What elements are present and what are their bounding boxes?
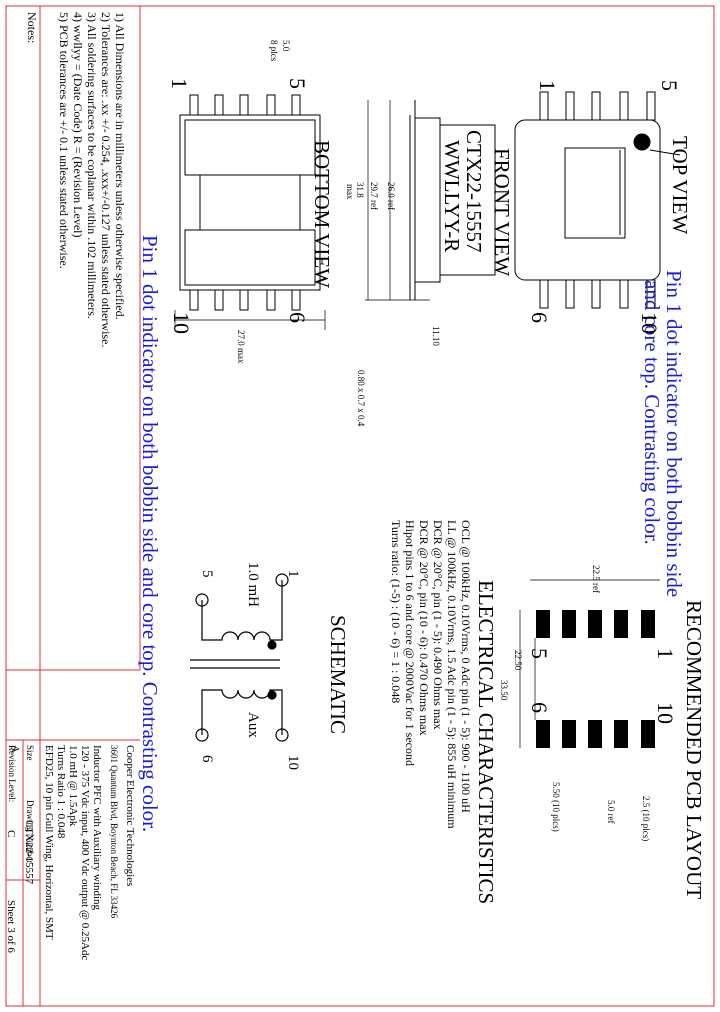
tb-size-label: Size [25,745,35,761]
tb-desc-4: Turns Ratio 1 : 0.048 [55,745,67,839]
pin1-dot-top [633,133,651,151]
bottom-pin-10: 10 [169,312,194,334]
bottom-pin-6: 6 [285,312,310,323]
pcb-dim-550: 5.50 (10 plcs) [551,782,561,832]
tb-rev-label: Revision Level: [7,745,17,803]
elec-line-6: Turns ratio: (1-5) : (10 - 6) = 1 : 0.04… [389,520,403,704]
dim-typ: 0.80 x 0.7 x 0.4 [356,370,366,427]
pin-dot-note-line1: Pin 1 dot indicator on both bobbin side [662,270,686,598]
dim-27: 27.0 max [236,330,246,364]
sch-pin-1: 1 [285,570,301,578]
pcb-pin-1: 1 [653,648,678,659]
top-view-outline [514,91,681,309]
sch-inductance: 1.0 mH [245,562,261,607]
elec-line-4: DCR @ 20°C, pin (10 - 6): 0.470 Ohms max [417,520,431,736]
bottom-pin-5: 5 [285,78,310,89]
front-marking-2: WWLLYY-R [440,140,464,253]
pcb-dim-22-50: 22.50 [513,650,523,671]
top-view-title: TOP VIEW [668,136,692,235]
pcb-pin-5: 5 [527,648,552,659]
top-pin-6: 6 [527,312,552,323]
electrical-title: ELECTRICAL CHARACTERISTICS [474,580,498,905]
pcb-pin-10: 10 [653,702,678,724]
dim-26: 26.0 ref [386,182,396,210]
bottom-view-outline [174,94,326,330]
elec-line-3: DCR @ 20°C, pin (1 - 5): 0.490 Ohms max [431,520,445,730]
tb-desc-1: Inductor PFC with Auxiliary winding [91,745,103,910]
pcb-pin-6: 6 [527,702,552,713]
pcb-dim-22-5: 22.5 ref [591,565,601,593]
bottom-view-title: BOTTOM VIEW [310,140,334,288]
note-4: 4) wwllyy = (Date Code) R = (Revision Le… [71,12,85,238]
dim-5-plcs: 8 plcs [269,40,279,62]
dim-max: max [345,184,355,200]
tb-sheet: Sheet 3 of 6 [5,900,17,953]
front-view-outline [365,100,496,301]
schematic [190,573,289,742]
tb-desc-3: 1.0 mH @ 1.5Apk [67,745,79,827]
tb-desc-5: EFD25, 10 pin Gull Wing, Horizontal, SMT [43,745,55,940]
elec-line-1: OCL @ 100kHz, 0.10Vrms, 0 Adc pin (1 - 5… [459,520,473,813]
sch-pin-5: 5 [199,570,215,578]
sch-pin-10: 10 [285,755,301,770]
bottom-pin-1: 1 [167,78,192,89]
tb-address: 3601 Quantum Blvd, Boynton Beach, FL 334… [109,745,119,919]
pcb-dim-33-50: 33.50 [499,680,509,701]
tb-rev: C [5,830,17,838]
note-2: 2) Tolerances are: .xx +/- 0.254, .xxx+/… [99,12,113,348]
note-1: 1) All Dimensions are in millimeters unl… [113,12,127,320]
schematic-title: SCHEMATIC [326,615,350,735]
sch-pin-6: 6 [199,755,215,763]
top-pin-10: 10 [637,312,662,334]
pin-dot-note-bottom: Pin 1 dot indicator on both bobbin side … [138,235,162,833]
pcb-dim-25: 2.5 (10 plcs) [641,796,651,842]
tb-company: Cooper Electronic Technologies [124,745,136,887]
pcb-dim-50: 5.0 ref [606,800,616,824]
note-5: 5) PCB tolerances are +/- 0.1 unless sta… [57,12,71,269]
sch-aux: Aux [245,712,261,738]
elec-line-5: Hipot pins 1 to 6 and core @ 2000Vac for… [403,520,417,766]
front-view-title: FRONT VIEW [490,148,514,277]
elec-line-2: LL @ 100kHz, 0.10Vrms, 1.5 Adc pin (1 - … [445,520,459,829]
pcb-layout-title: RECOMMENDED PCB LAYOUT [682,600,706,900]
pcb-layout [519,579,660,748]
front-marking-1: CTX22-15557 [462,130,486,253]
dim-5: 5.0 [281,40,291,52]
tb-dwg: CTX22-15557 [23,820,35,885]
notes-title: Notes: [25,12,39,44]
note-3: 3) All soldering surfaces to be coplanar… [85,12,99,319]
dim-11: 11.10 [431,326,441,346]
dim-29: 29.7 ref [369,182,379,210]
tb-desc-2: 120 - 375 Vdc input, 400 Vdc output @ 0.… [79,745,91,961]
top-pin-5: 5 [657,80,682,91]
dim-31: 31.8 [355,182,365,198]
top-pin-1: 1 [535,80,560,91]
